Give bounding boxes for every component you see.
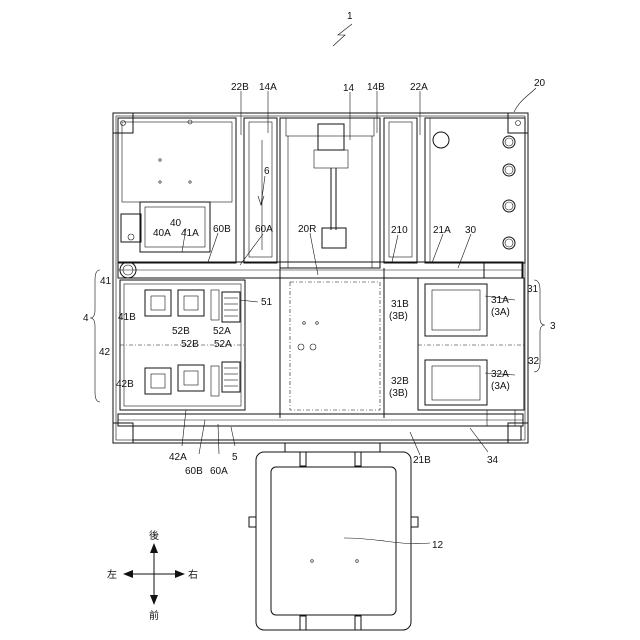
brace-left-4 — [90, 270, 100, 402]
label-22B: 22B — [231, 82, 249, 93]
label-3B-b: (3B) — [389, 388, 408, 399]
label-34: 34 — [487, 455, 499, 466]
label-3A-a: (3A) — [491, 307, 510, 318]
conveyor-21B — [118, 410, 523, 440]
label-21A: 21A — [433, 225, 451, 236]
compass-left-label: 左 — [107, 568, 117, 581]
rail-14A — [244, 118, 277, 263]
label-12: 12 — [432, 540, 444, 551]
label-51: 51 — [261, 297, 273, 308]
label-52A-a: 52A — [213, 326, 231, 337]
label-41B: 41B — [118, 312, 136, 323]
conveyor-21A — [118, 262, 523, 278]
label-41A: 41A — [181, 228, 199, 239]
cabinet-22B — [118, 118, 236, 263]
direction-compass: 後 前 左 右 — [107, 529, 198, 622]
label-32: 32 — [528, 356, 540, 367]
label-20: 20 — [534, 78, 546, 89]
label-41: 41 — [100, 276, 112, 287]
compass-right-label: 右 — [188, 568, 198, 581]
label-22A: 22A — [410, 82, 428, 93]
label-1: 1 — [347, 11, 353, 22]
label-31: 31 — [527, 284, 539, 295]
label-3A-b: (3A) — [491, 381, 510, 392]
label-5: 5 — [232, 452, 238, 463]
rail-14B — [384, 118, 417, 263]
tray-12 — [249, 443, 418, 630]
label-21B: 21B — [413, 455, 431, 466]
label-31A: 31A — [491, 295, 509, 306]
center-plate-20R — [280, 268, 384, 418]
reference-labels: 1 20 22B 14A 14 14B 22A 6 40 40A 41A 60B… — [83, 11, 556, 551]
label-31B: 31B — [391, 299, 409, 310]
label-52A-b: 52A — [214, 339, 232, 350]
label-52B-b: 52B — [181, 339, 199, 350]
label-14: 14 — [343, 83, 355, 94]
label-14B: 14B — [367, 82, 385, 93]
label-20R: 20R — [298, 224, 316, 235]
label-14A: 14A — [259, 82, 277, 93]
label-60A-top: 60A — [255, 224, 273, 235]
label-3: 3 — [550, 321, 556, 332]
compass-back-label: 後 — [149, 529, 159, 542]
label-6: 6 — [264, 166, 270, 177]
label-60A-bot: 60A — [210, 466, 228, 477]
label-32A: 32A — [491, 369, 509, 380]
label-210: 210 — [391, 225, 408, 236]
ball-screw-14 — [280, 118, 380, 268]
label-52B-a: 52B — [172, 326, 190, 337]
compass-front-label: 前 — [149, 609, 159, 622]
label-30: 30 — [465, 225, 477, 236]
label-3B-a: (3B) — [389, 311, 408, 322]
label-60B-top: 60B — [213, 224, 231, 235]
label-4: 4 — [83, 313, 89, 324]
label-60B-bot: 60B — [185, 466, 203, 477]
label-42A: 42A — [169, 452, 187, 463]
label-32B: 32B — [391, 376, 409, 387]
label-40A: 40A — [153, 228, 171, 239]
label-40: 40 — [170, 218, 182, 229]
label-42: 42 — [99, 347, 111, 358]
label-42B: 42B — [116, 379, 134, 390]
